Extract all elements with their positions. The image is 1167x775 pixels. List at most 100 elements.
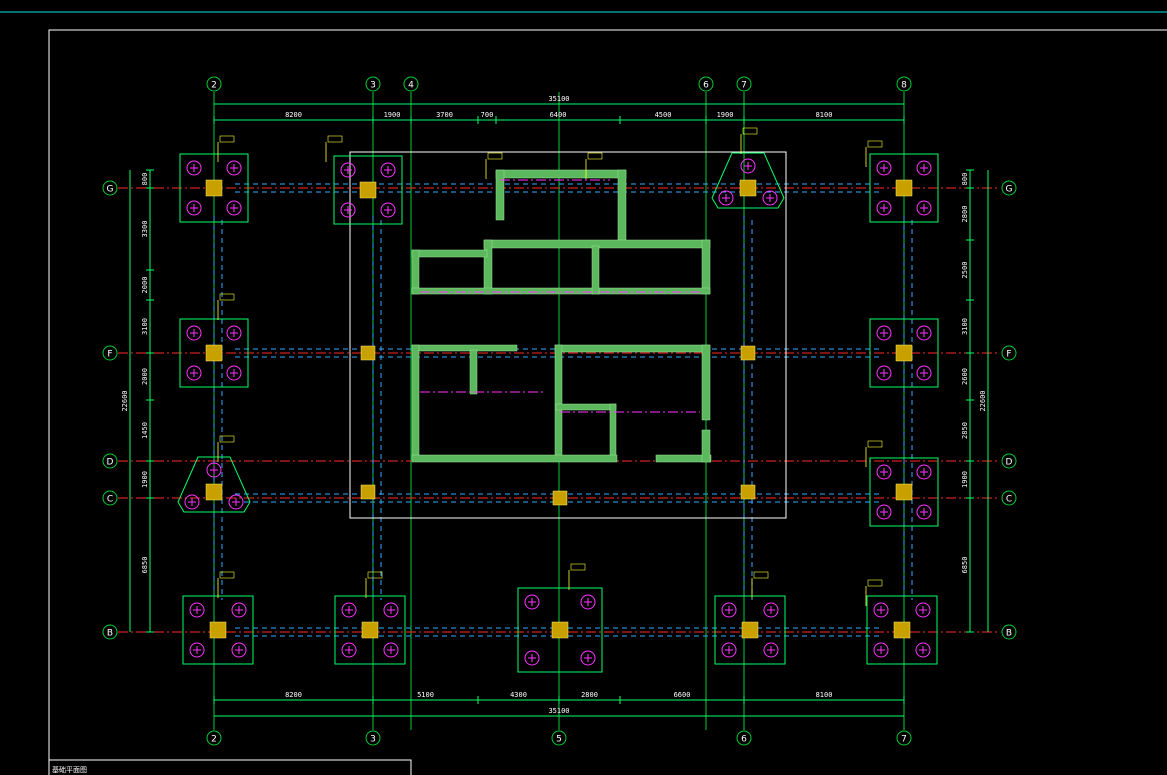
top-dim-total-label: 35100 <box>548 95 569 103</box>
pile-circle <box>226 160 242 176</box>
bottom-dim-label: 8100 <box>816 691 833 699</box>
pile-circle <box>873 602 889 618</box>
core-wall-19 <box>655 454 712 463</box>
core-wall-12 <box>469 349 478 395</box>
pile-circle <box>189 602 205 618</box>
left-dim-label: 2000 <box>141 368 149 385</box>
right-dim-label: 2800 <box>961 206 969 223</box>
right-dim-label: 3100 <box>961 318 969 335</box>
pile-circle <box>231 602 247 618</box>
right-dim-label: 2850 <box>961 422 969 439</box>
axis-bubble-top-8-label: 8 <box>901 81 907 91</box>
pile-cap-outline <box>179 318 249 388</box>
axis-bubble-top-3-label: 3 <box>370 81 376 91</box>
axis-bubble-left-C-circle <box>102 490 118 506</box>
pile-circle <box>186 160 202 176</box>
top-dim-label: 8200 <box>285 111 302 119</box>
bottom-dim-label: 6600 <box>674 691 691 699</box>
column-block <box>739 179 757 197</box>
inner-column-2 <box>360 484 376 500</box>
axis-bubble-top-3-circle <box>365 76 381 92</box>
pile-cap-outline <box>711 152 785 209</box>
pile-cap-3-G <box>333 155 403 225</box>
pile-cap-outline <box>334 595 406 665</box>
column-block <box>359 181 377 199</box>
pile-circle <box>876 464 892 480</box>
axis-bubble-bottom-5-label: 5 <box>556 735 562 745</box>
column-block <box>895 483 913 501</box>
pile-circle <box>226 325 242 341</box>
column-block <box>205 179 223 197</box>
pile-cap-3-B <box>334 595 406 665</box>
pile-circle <box>524 650 540 666</box>
axis-bubble-right-G-label: G <box>1006 185 1013 195</box>
pile-circle <box>740 158 756 174</box>
pile-cap-8-G <box>869 153 939 223</box>
left-dim-label: 800 <box>141 173 149 186</box>
pile-cap-5-B <box>517 587 603 673</box>
building-outline <box>349 151 787 519</box>
core-wall-1 <box>495 169 505 221</box>
core-wall-10 <box>411 344 518 352</box>
core-wall-4 <box>483 239 493 295</box>
pile-circle <box>524 594 540 610</box>
core-wall-18 <box>411 454 618 463</box>
axis-bubble-right-D-label: D <box>1006 458 1013 468</box>
pile-cap-outline <box>714 595 786 665</box>
callout-tag-6 <box>219 293 235 301</box>
axis-bubble-right-C-label: C <box>1006 495 1012 505</box>
core-wall-15 <box>701 344 711 421</box>
core-walls <box>411 169 712 463</box>
axis-bubble-top-6-label: 6 <box>703 81 709 91</box>
inner-column-1 <box>740 345 756 361</box>
axis-bubble-right-B-circle <box>1001 624 1017 640</box>
pile-circle <box>916 504 932 520</box>
pile-circle <box>916 365 932 381</box>
right-dim-label: 2500 <box>961 262 969 279</box>
axis-bubble-left-C-label: C <box>107 495 113 505</box>
right-dim-label: 800 <box>961 173 969 186</box>
axis-bubble-left-B-label: B <box>107 629 113 639</box>
right-dim-total-label: 22600 <box>979 390 987 411</box>
pile-cap-outline <box>866 595 938 665</box>
axis-bubble-left-B-circle <box>102 624 118 640</box>
callout-tag-4 <box>742 127 758 135</box>
pile-circle <box>718 190 734 206</box>
axis-bubble-bottom-7-label: 7 <box>901 735 907 745</box>
column-block <box>895 344 913 362</box>
core-wall-16 <box>555 403 617 411</box>
axis-bubble-top-6-circle <box>698 76 714 92</box>
core-wall-9 <box>591 245 600 295</box>
pile-circle <box>876 160 892 176</box>
callout-tag-11 <box>570 563 586 571</box>
core-wall-8 <box>411 287 711 295</box>
pile-circle <box>915 642 931 658</box>
column-block <box>361 621 379 639</box>
bottom-dim-label: 5100 <box>417 691 434 699</box>
pile-circle <box>228 494 244 510</box>
pile-cap-7-G <box>711 152 785 209</box>
pile-circle <box>383 602 399 618</box>
pile-cap-outline <box>517 587 603 673</box>
pile-caps <box>177 152 939 673</box>
pile-circle <box>380 202 396 218</box>
column-block <box>205 344 223 362</box>
axis-bubble-top-2-circle <box>206 76 222 92</box>
pile-circle <box>916 200 932 216</box>
axis-bubble-top-4-circle <box>403 76 419 92</box>
bottom-dim-label: 2800 <box>581 691 598 699</box>
axis-bubble-bottom-6-label: 6 <box>741 735 747 745</box>
axis-bubble-right-G-circle <box>1001 180 1017 196</box>
left-dim-total-label: 22600 <box>121 390 129 411</box>
pile-circle <box>383 642 399 658</box>
right-dim-label: 6850 <box>961 557 969 574</box>
axis-bubble-bottom-2-circle <box>206 730 222 746</box>
inner-column-0 <box>360 345 376 361</box>
pile-circle <box>915 602 931 618</box>
axis-bubble-top-2-label: 2 <box>211 81 217 91</box>
axis-bubble-top-7-circle <box>736 76 752 92</box>
pile-circle <box>226 365 242 381</box>
pile-cap-8-F <box>869 318 939 388</box>
drawing-frame: 基础平面图 <box>0 11 1167 775</box>
tie-beams <box>213 151 913 637</box>
